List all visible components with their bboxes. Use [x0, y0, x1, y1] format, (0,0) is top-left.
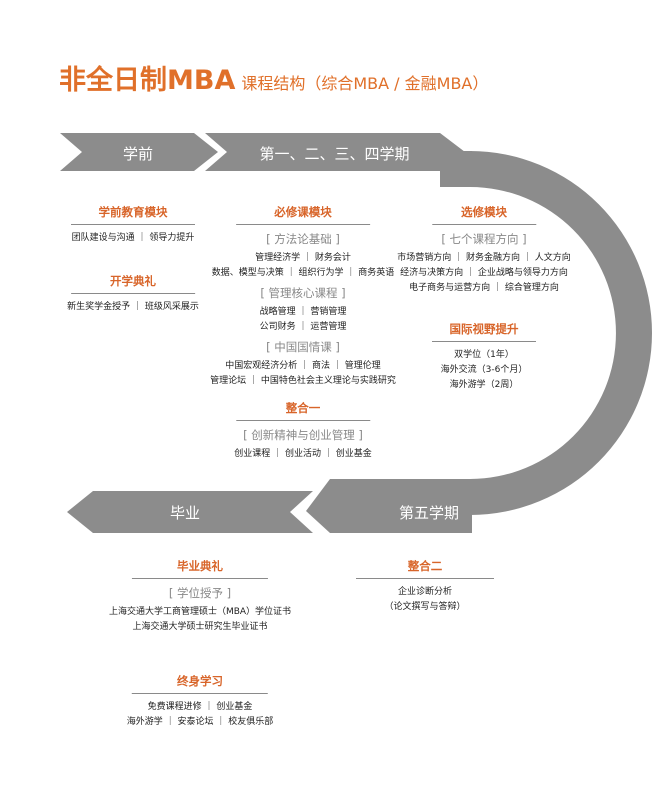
integration-two: 整合二 企业诊断分析 （论文撰写与答辩）: [356, 555, 494, 615]
band-top: [440, 151, 472, 187]
required-line: 管理经济学 ｜ 财务会计: [255, 253, 351, 263]
title-main: 非全日制MBA: [59, 65, 236, 96]
lifelong-line: 海外游学 ｜ 安泰论坛 ｜ 校友俱乐部: [126, 717, 274, 727]
elective-module: 选修模块 [ 七个课程方向 ] 市场营销方向 ｜ 财务金融方向 ｜ 人文方向 经…: [397, 201, 570, 296]
pre-module-title: 学前教育模块: [98, 205, 168, 219]
divider: [432, 341, 536, 342]
opening-title: 开学典礼: [109, 274, 156, 288]
elective-title: 选修模块: [460, 205, 507, 219]
divider: [70, 293, 195, 294]
elective-line: 经济与决策方向 ｜ 企业战略与领导力方向: [400, 268, 568, 278]
curve-band: [470, 151, 652, 515]
required-line: 公司财务 ｜ 运营管理: [259, 322, 347, 332]
divider: [235, 224, 370, 225]
required-line: 战略管理 ｜ 营销管理: [259, 307, 347, 317]
lifelong-line: 免费课程进修 ｜ 创业基金: [147, 702, 253, 712]
divider: [235, 420, 370, 421]
elective-line: 市场营销方向 ｜ 财务金融方向 ｜ 人文方向: [397, 253, 571, 263]
integration-one-title: 整合一: [285, 401, 321, 415]
divider: [131, 578, 268, 579]
required-title: 必修课模块: [274, 205, 332, 219]
arrow-graduate: [67, 491, 313, 533]
graduation-line: 上海交通大学工商管理硕士（MBA）学位证书: [108, 607, 292, 617]
arrow-label-terms: 第一、二、三、四学期: [259, 145, 410, 163]
lifelong-title: 终身学习: [176, 674, 223, 688]
integration-two-line: （论文撰写与答辩）: [384, 602, 466, 612]
required-line: 中国宏观经济分析 ｜ 商法 ｜ 管理伦理: [225, 361, 381, 371]
pre-module: 学前教育模块 团队建设与沟通 ｜ 领导力提升: [71, 201, 195, 246]
international-title: 国际视野提升: [449, 322, 519, 336]
divider: [71, 224, 195, 225]
arrow-fifth: [306, 479, 472, 533]
required-group-label: [ 管理核心课程 ]: [260, 286, 346, 300]
divider: [356, 578, 494, 579]
required-line: 管理论坛 ｜ 中国特色社会主义理论与实践研究: [210, 376, 396, 386]
arrow-label-pre: 学前: [122, 145, 153, 163]
international-line: 海外游学（2周）: [449, 380, 519, 390]
international-line: 海外交流（3-6个月）: [440, 365, 528, 375]
graduation-title: 毕业典礼: [176, 559, 223, 573]
required-line: 数据、模型与决策 ｜ 组织行为学 ｜ 商务英语: [211, 268, 395, 278]
integration-one: 整合一 [ 创新精神与创业管理 ] 创业课程 ｜ 创业活动 ｜ 创业基金: [234, 397, 371, 462]
opening-ceremony: 开学典礼 新生奖学金授予 ｜ 班级风采展示: [67, 270, 199, 315]
integration-two-line: 企业诊断分析: [397, 587, 452, 597]
title-sub: 课程结构（综合MBA / 金融MBA）: [241, 74, 489, 93]
band-bottom: [440, 479, 472, 515]
divider: [431, 224, 536, 225]
required-module: 必修课模块 [ 方法论基础 ] 管理经济学 ｜ 财务会计 数据、模型与决策 ｜ …: [210, 201, 396, 389]
international-module: 国际视野提升 双学位（1年） 海外交流（3-6个月） 海外游学（2周）: [432, 318, 536, 393]
arrow-terms: [205, 133, 465, 171]
lifelong-learning: 终身学习 免费课程进修 ｜ 创业基金 海外游学 ｜ 安泰论坛 ｜ 校友俱乐部: [127, 670, 273, 730]
integration-two-title: 整合二: [407, 559, 443, 573]
graduation-label: [ 学位授予 ]: [168, 586, 232, 600]
arrow-label-graduate: 毕业: [169, 504, 200, 522]
international-line: 双学位（1年）: [454, 350, 514, 360]
graduation-line: 上海交通大学硕士研究生毕业证书: [132, 622, 268, 632]
graduation-ceremony: 毕业典礼 [ 学位授予 ] 上海交通大学工商管理硕士（MBA）学位证书 上海交通…: [109, 555, 291, 635]
required-group-label: [ 方法论基础 ]: [266, 232, 340, 246]
pre-module-line: 团队建设与沟通 ｜ 领导力提升: [71, 233, 195, 243]
elective-line: 电子商务与运营方向 ｜ 综合管理方向: [409, 283, 559, 293]
divider: [131, 693, 268, 694]
opening-line: 新生奖学金授予 ｜ 班级风采展示: [67, 302, 199, 312]
arrow-label-fifth: 第五学期: [398, 504, 459, 522]
integration-one-line: 创业课程 ｜ 创业活动 ｜ 创业基金: [234, 449, 372, 459]
arrow-pre: [60, 133, 218, 171]
elective-label: [ 七个课程方向 ]: [441, 232, 527, 246]
page-title: 非全日制MBA 课程结构（综合MBA / 金融MBA）: [59, 58, 488, 97]
required-group-label: [ 中国国情课 ]: [266, 340, 340, 354]
integration-one-label: [ 创新精神与创业管理 ]: [243, 428, 363, 442]
